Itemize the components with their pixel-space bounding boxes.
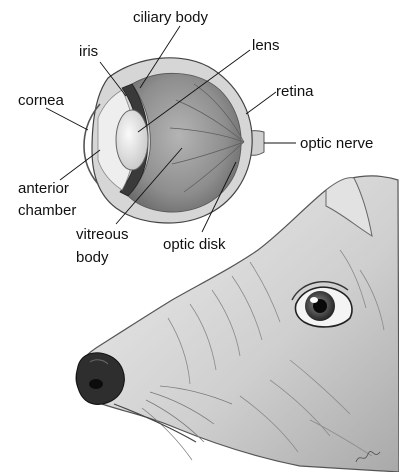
lens-shape (116, 110, 148, 170)
label-optic-nerve: optic nerve (300, 135, 373, 152)
label-anterior-chamber-line1: anterior (18, 180, 69, 197)
leader-cornea (46, 108, 88, 130)
label-anterior-chamber-line2: chamber (18, 202, 76, 219)
label-vitreous-body-line1: vitreous (76, 226, 129, 243)
label-lens: lens (252, 37, 280, 54)
label-optic-disk: optic disk (163, 236, 226, 253)
nostril (89, 379, 103, 389)
label-retina: retina (276, 83, 314, 100)
label-cornea: cornea (18, 92, 65, 109)
label-vitreous-body-line2: body (76, 249, 109, 266)
leader-retina (246, 92, 276, 114)
dog-head-illustration (76, 176, 399, 472)
label-ciliary-body: ciliary body (133, 9, 209, 26)
eye-cross-section (84, 58, 264, 223)
label-iris: iris (79, 43, 98, 60)
